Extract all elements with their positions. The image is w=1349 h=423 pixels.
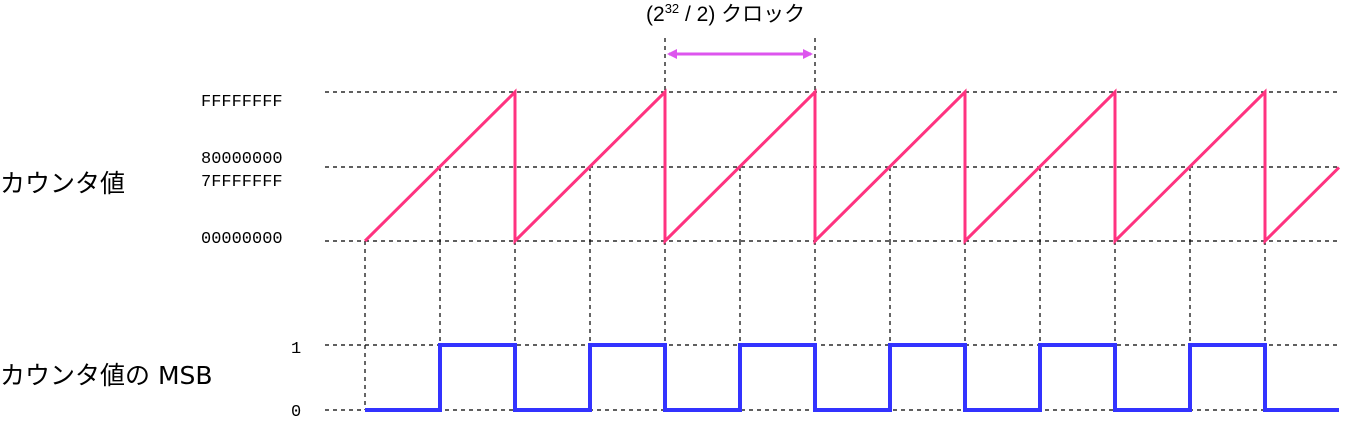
tick-label-msb-1: 1 [291,340,301,359]
counter-msb-square-wave [365,343,1339,412]
counter-msb-label: カウンタ値の MSB [0,361,213,390]
waveforms [363,88,1341,412]
axis-tick-labels: FFFFFFFF 80000000 7FFFFFFF 00000000 1 0 [201,93,301,422]
tick-label-7fffffff: 7FFFFFFF [201,173,283,192]
counter-value-label: カウンタ値 [0,169,126,198]
tick-label-ffffffff: FFFFFFFF [201,93,283,112]
half-period-annotation: (232 / 2) クロック [646,1,813,59]
half-period-rest: / 2) クロック [679,3,805,26]
counter-value-sawtooth [363,88,1341,245]
half-period-label: (232 / 2) クロック [646,1,805,26]
tick-label-00000000: 00000000 [201,230,283,249]
tick-label-msb-0: 0 [291,403,301,418]
tick-label-80000000: 80000000 [201,150,283,169]
half-period-open: (2 [646,3,665,26]
half-period-exponent: 32 [665,1,679,16]
